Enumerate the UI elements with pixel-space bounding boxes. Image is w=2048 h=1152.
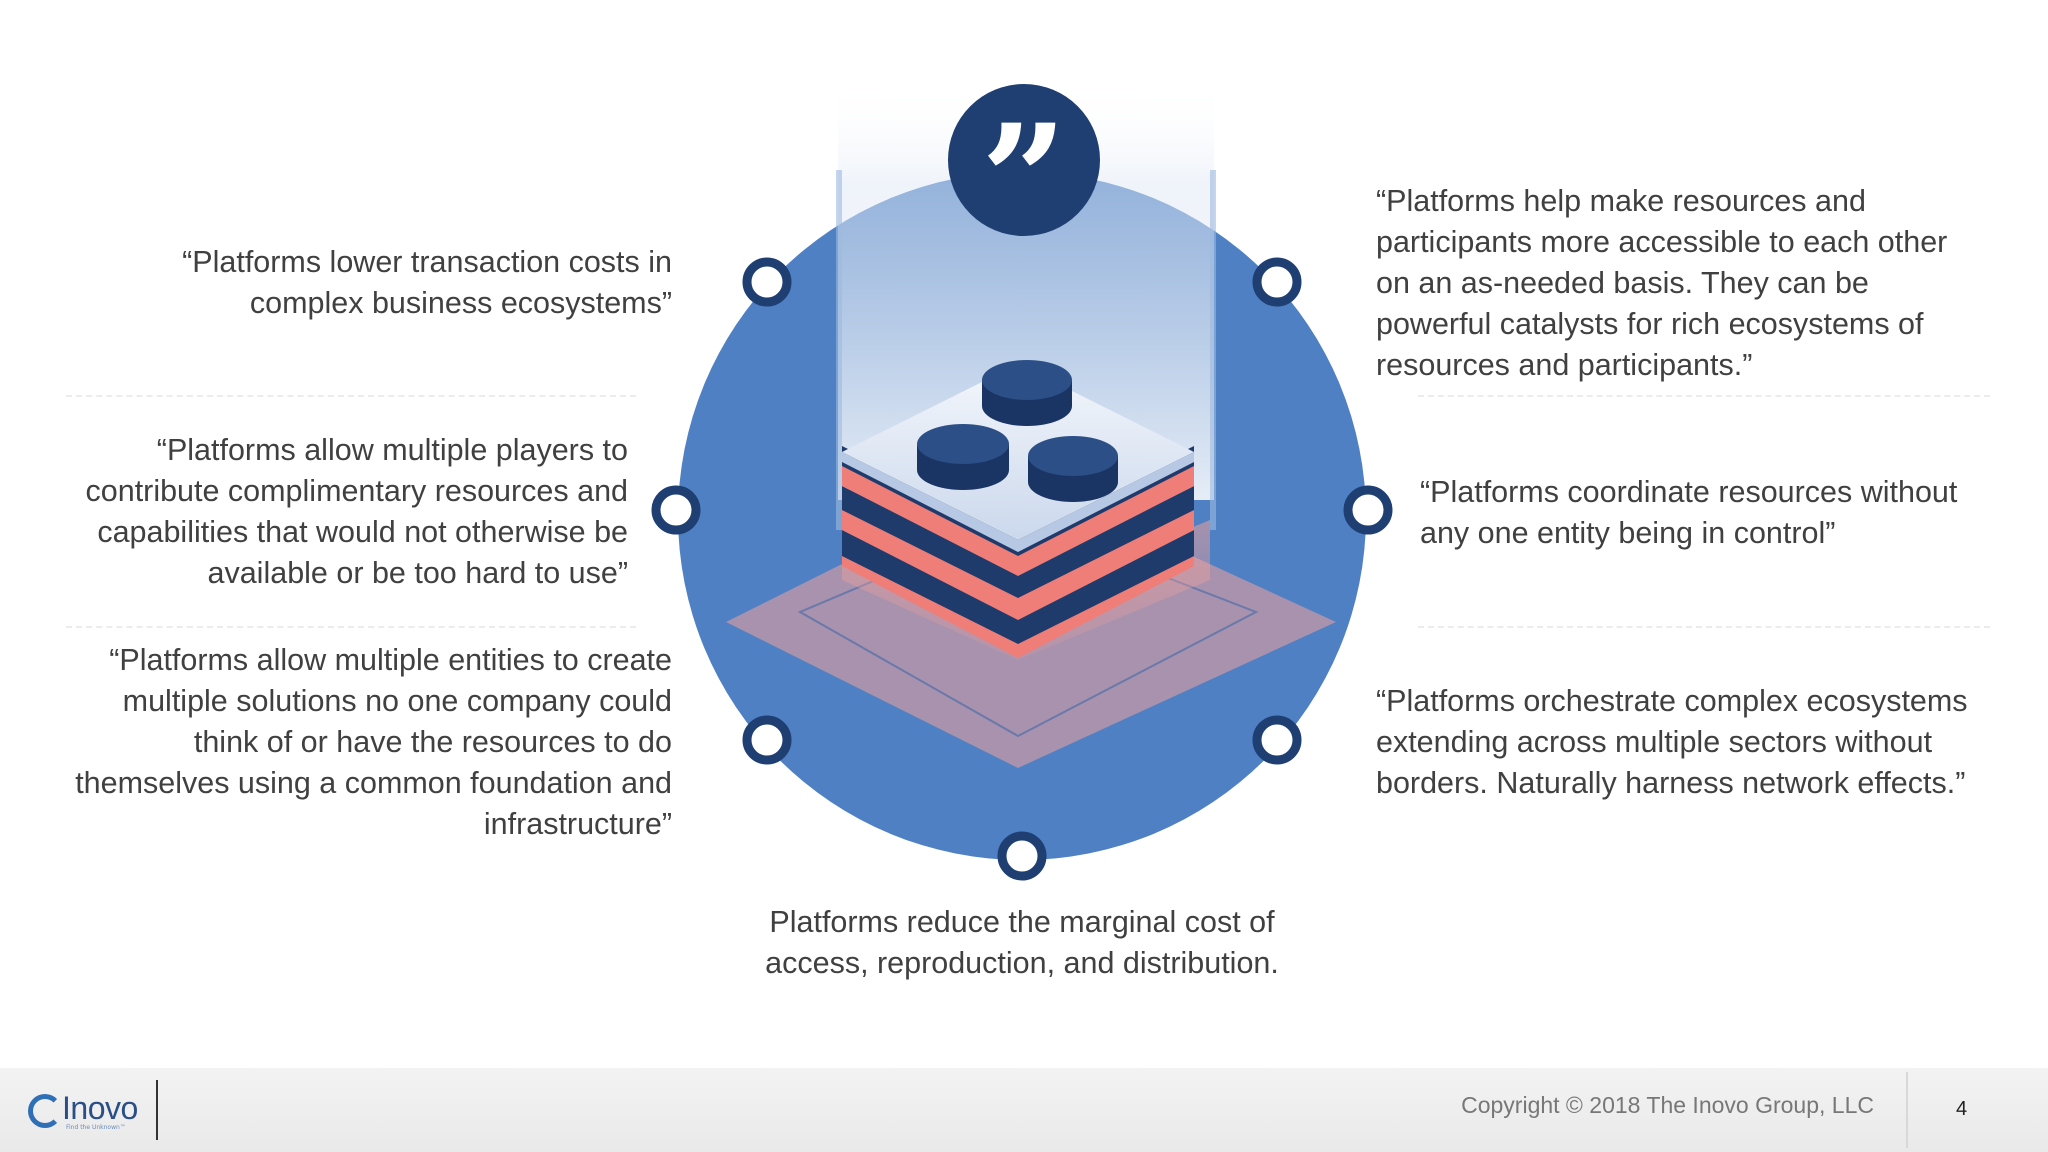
quote-right-top: “Platforms help make resources and parti… — [1376, 184, 1948, 382]
quote-marks-icon: ” — [948, 84, 1100, 268]
quote-left-top: “Platforms lower transaction costs in co… — [182, 245, 672, 320]
logo-ring-icon — [28, 1094, 62, 1128]
quote-left-bottom: “Platforms allow multiple entities to cr… — [75, 643, 672, 841]
logo-tagline: Find the Unknown™ — [66, 1124, 126, 1131]
puck-top — [982, 360, 1072, 426]
page-number: 4 — [1956, 1098, 1968, 1120]
copyright-text: Copyright © 2018 The Inovo Group, LLC — [1461, 1092, 1874, 1118]
divider-left-2 — [66, 626, 636, 628]
divider-right-1 — [1418, 395, 1990, 397]
layer-navy-3 — [842, 530, 1194, 644]
puck-right — [1028, 436, 1118, 502]
divider-left-1 — [66, 395, 636, 397]
top-plate — [842, 364, 1194, 540]
light-beam-edge-right — [1210, 170, 1216, 530]
quote-right-bottom: “Platforms orchestrate complex ecosystem… — [1376, 684, 1968, 800]
quote-left-middle: “Platforms allow multiple players to con… — [85, 433, 628, 590]
puck-left — [917, 424, 1009, 490]
page-number-separator — [1906, 1072, 1908, 1148]
logo-text: Inovo — [62, 1090, 138, 1126]
inovo-logo: Inovo Find the Unknown™ — [28, 1088, 158, 1132]
logo-separator — [156, 1080, 158, 1140]
quote-right-middle: “Platforms coordinate resources without … — [1420, 475, 1958, 550]
footer-bar: Inovo Find the Unknown™ Copyright © 2018… — [0, 1068, 2048, 1152]
quote-bottom: Platforms reduce the marginal cost of ac… — [765, 905, 1279, 980]
ring-node — [651, 257, 1393, 881]
divider-right-2 — [1418, 626, 1990, 628]
light-beam-edge-left — [836, 170, 842, 530]
svg-text:”: ” — [981, 92, 1067, 268]
